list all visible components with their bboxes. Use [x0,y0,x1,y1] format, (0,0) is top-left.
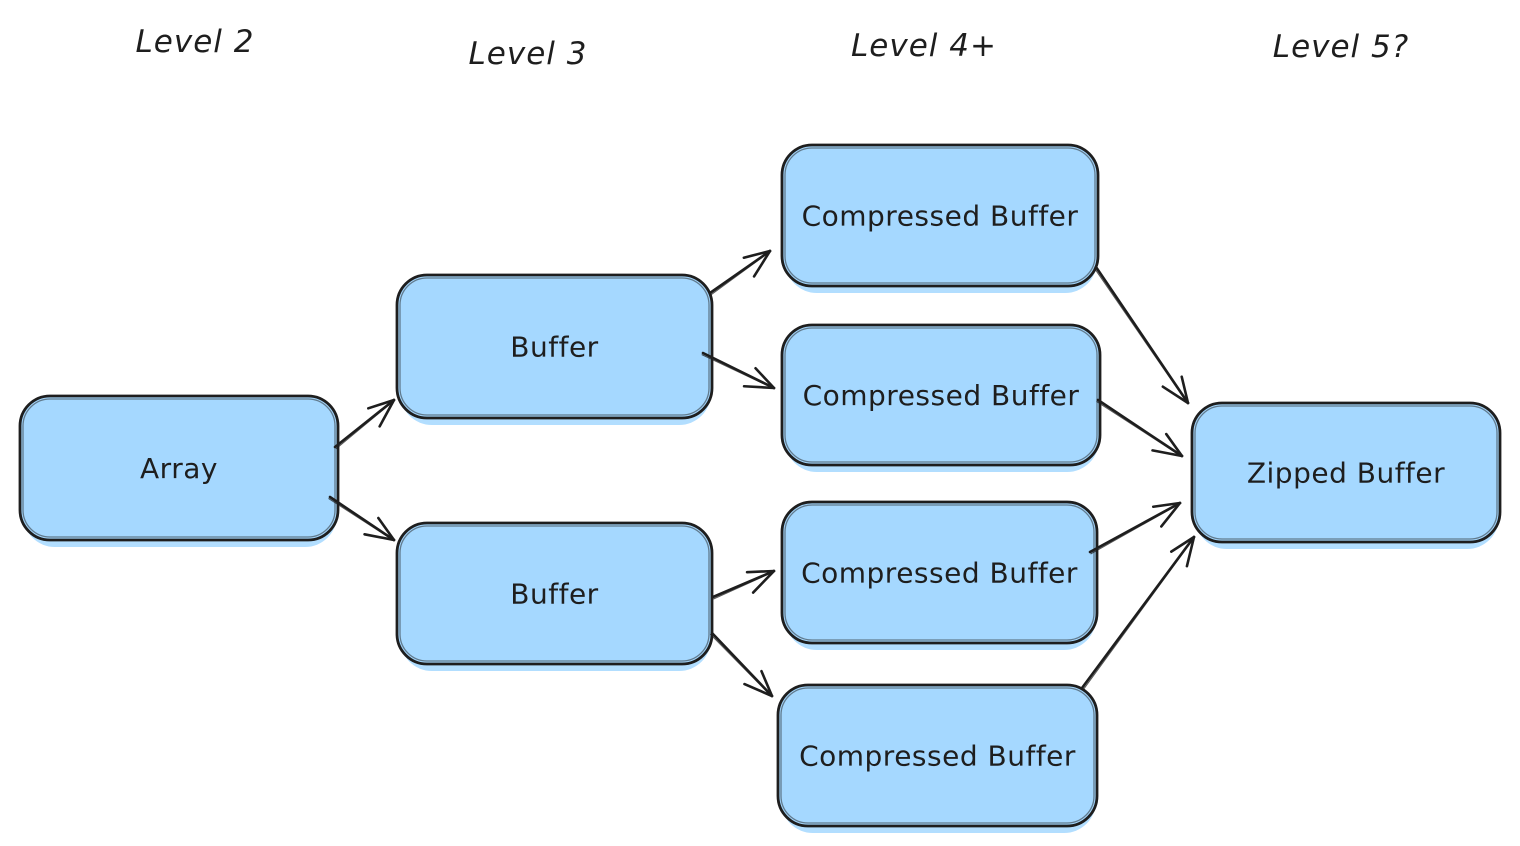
box-shape [780,323,1102,467]
arrow-compressed-buffer-1-to-zipped-buffer[interactable] [1093,265,1190,405]
arrow-shaft [708,249,772,295]
box-sketch-pass [784,327,1098,463]
arrowhead-wing [742,384,776,390]
node-compressed-buffer-3[interactable]: Compressed Buffer [780,500,1099,650]
arrow-shaft [1094,265,1190,405]
arrowhead-wing [754,366,776,390]
box-sketch-pass [399,525,710,662]
arrow-shaft [701,351,776,390]
arrow-shaft [711,569,776,599]
arrowhead-wing [367,398,396,410]
box-shape [395,521,714,666]
node-compressed-buffer-4[interactable]: Compressed Buffer [776,683,1099,833]
arrow-buffer-2-to-compressed-buffer-3[interactable] [711,569,776,600]
arrow-shaft-sketch [701,354,775,390]
arrow-buffer-1-to-compressed-buffer-1[interactable] [708,249,772,296]
arrow-compressed-buffer-2-to-zipped-buffer[interactable] [1096,398,1184,458]
box-sketch-pass [780,687,1095,824]
arrow-buffer-1-to-compressed-buffer-2[interactable] [701,351,776,390]
arrow-shaft-sketch [335,399,395,450]
node-compressed-buffer-2[interactable]: Compressed Buffer [780,323,1102,472]
arrow-compressed-buffer-4-to-zipped-buffer[interactable] [1080,535,1196,690]
box-sketch-pass [22,398,336,538]
column-header-level-5[interactable]: Level 5? [1273,29,1409,65]
arrowhead-wing [752,249,772,278]
box-shape [395,273,714,420]
arrow-shaft-sketch [1090,502,1181,555]
arrowhead-wing [1164,432,1184,458]
arrow-shaft-sketch [328,498,395,542]
arrow-shaft-sketch [710,633,773,697]
node-label-compressed-buffer-4: Compressed Buffer [799,740,1076,773]
arrow-shaft-sketch [1093,267,1189,404]
arrowhead-wing [1180,375,1190,405]
arrow-compressed-buffer-3-to-zipped-buffer[interactable] [1088,501,1182,555]
column-header-level-3[interactable]: Level 3 [469,36,588,72]
box-sketch-pass [399,277,710,416]
arrow-shaft [1096,398,1184,458]
column-header-level-4[interactable]: Level 4+ [851,28,997,64]
node-buffer-1[interactable]: Buffer [395,273,714,425]
arrowhead-wing [743,682,774,698]
node-buffer-2[interactable]: Buffer [395,521,714,671]
arrowhead-wing [378,398,396,428]
node-label-compressed-buffer-3: Compressed Buffer [801,557,1078,590]
box-shape [780,143,1100,288]
node-label-buffer-1: Buffer [510,331,598,364]
box-sketch-pass [784,147,1096,284]
box-shape [1190,401,1502,544]
arrowhead-wing [742,249,772,259]
arrowhead-wing [1151,449,1184,458]
node-label-zipped-buffer: Zipped Buffer [1247,457,1445,490]
node-compressed-buffer-1[interactable]: Compressed Buffer [780,143,1100,293]
node-label-buffer-2: Buffer [510,578,598,611]
arrow-array-to-buffer-1[interactable] [333,398,396,450]
arrowhead-wing [760,669,774,698]
arrowhead-wing [1185,535,1196,568]
arrowhead-wing [1160,501,1182,528]
arrowhead-wing [1151,501,1182,509]
box-shape [18,394,340,542]
box-shape [780,500,1099,645]
arrow-shaft-sketch [713,571,775,600]
node-label-compressed-buffer-1: Compressed Buffer [802,200,1079,233]
arrow-shaft [710,631,774,698]
arrowhead-wing [745,569,776,574]
node-zipped-buffer[interactable]: Zipped Buffer [1190,401,1502,549]
arrow-shaft [333,398,396,449]
arrowhead-wing [377,516,396,542]
arrow-shaft-sketch [1083,536,1196,690]
box-shape [776,683,1099,828]
node-array[interactable]: Array [18,394,340,547]
box-sketch-pass [784,504,1095,641]
arrowhead-wing [751,569,776,594]
arrow-array-to-buffer-2[interactable] [328,495,396,542]
arrowhead-wing [1161,385,1190,405]
box-sketch-pass [1194,405,1498,540]
node-label-compressed-buffer-2: Compressed Buffer [803,379,1080,412]
arrowhead-wing [363,532,396,542]
arrow-buffer-2-to-compressed-buffer-4[interactable] [710,631,774,698]
arrowhead-wing [1170,535,1196,553]
node-label-array: Array [140,452,218,485]
arrow-shaft [328,495,396,542]
arrow-shaft-sketch [710,250,771,296]
arrow-shaft-sketch [1096,401,1183,458]
column-header-level-2[interactable]: Level 2 [136,24,255,60]
arrow-shaft [1080,535,1196,690]
arrow-shaft [1088,501,1182,554]
